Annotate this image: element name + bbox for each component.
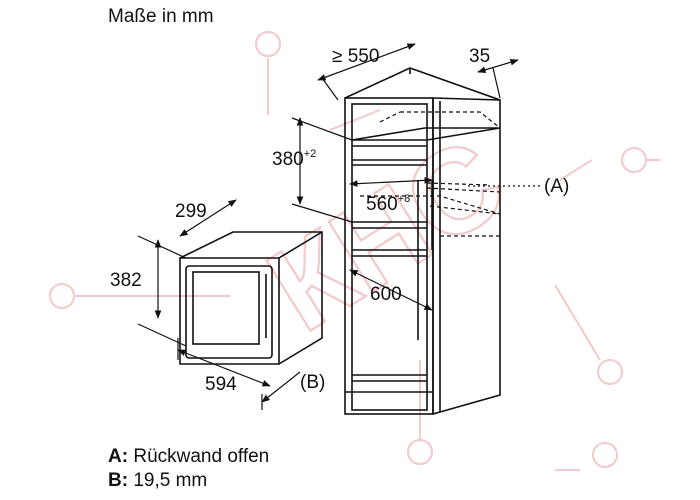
appliance-drawing: [179, 231, 323, 365]
dim-gap-height: 380+2: [272, 148, 316, 170]
dim-appliance-depth: 299: [175, 201, 207, 222]
legend-key: A:: [108, 446, 129, 467]
legend-item-a: A: Rückwand offen: [108, 446, 269, 468]
callout-b: (B): [300, 372, 325, 393]
cabinet-hidden-lines: [360, 111, 501, 237]
dim-width-min: ≥ 550: [332, 46, 379, 67]
legend-item-b: B: 19,5 mm: [108, 470, 207, 492]
callout-a: (A): [544, 176, 569, 197]
dim-appliance-width: 594: [205, 374, 237, 395]
dim-appliance-height: 382: [110, 270, 142, 291]
legend-text: Rückwand offen: [133, 446, 270, 467]
legend-key: B:: [108, 470, 129, 491]
dim-niche-height: 600: [370, 284, 402, 305]
dimension-lines: [137, 43, 540, 410]
dim-niche-width: 560+8: [366, 193, 410, 215]
dim-depth: 35: [469, 46, 490, 67]
legend-text: 19,5 mm: [133, 470, 208, 491]
page-title: Maße in mm: [108, 6, 214, 27]
dimension-labels: ≥ 550 35 380+2 560+8 600 299 382 594 (B)…: [110, 46, 569, 395]
